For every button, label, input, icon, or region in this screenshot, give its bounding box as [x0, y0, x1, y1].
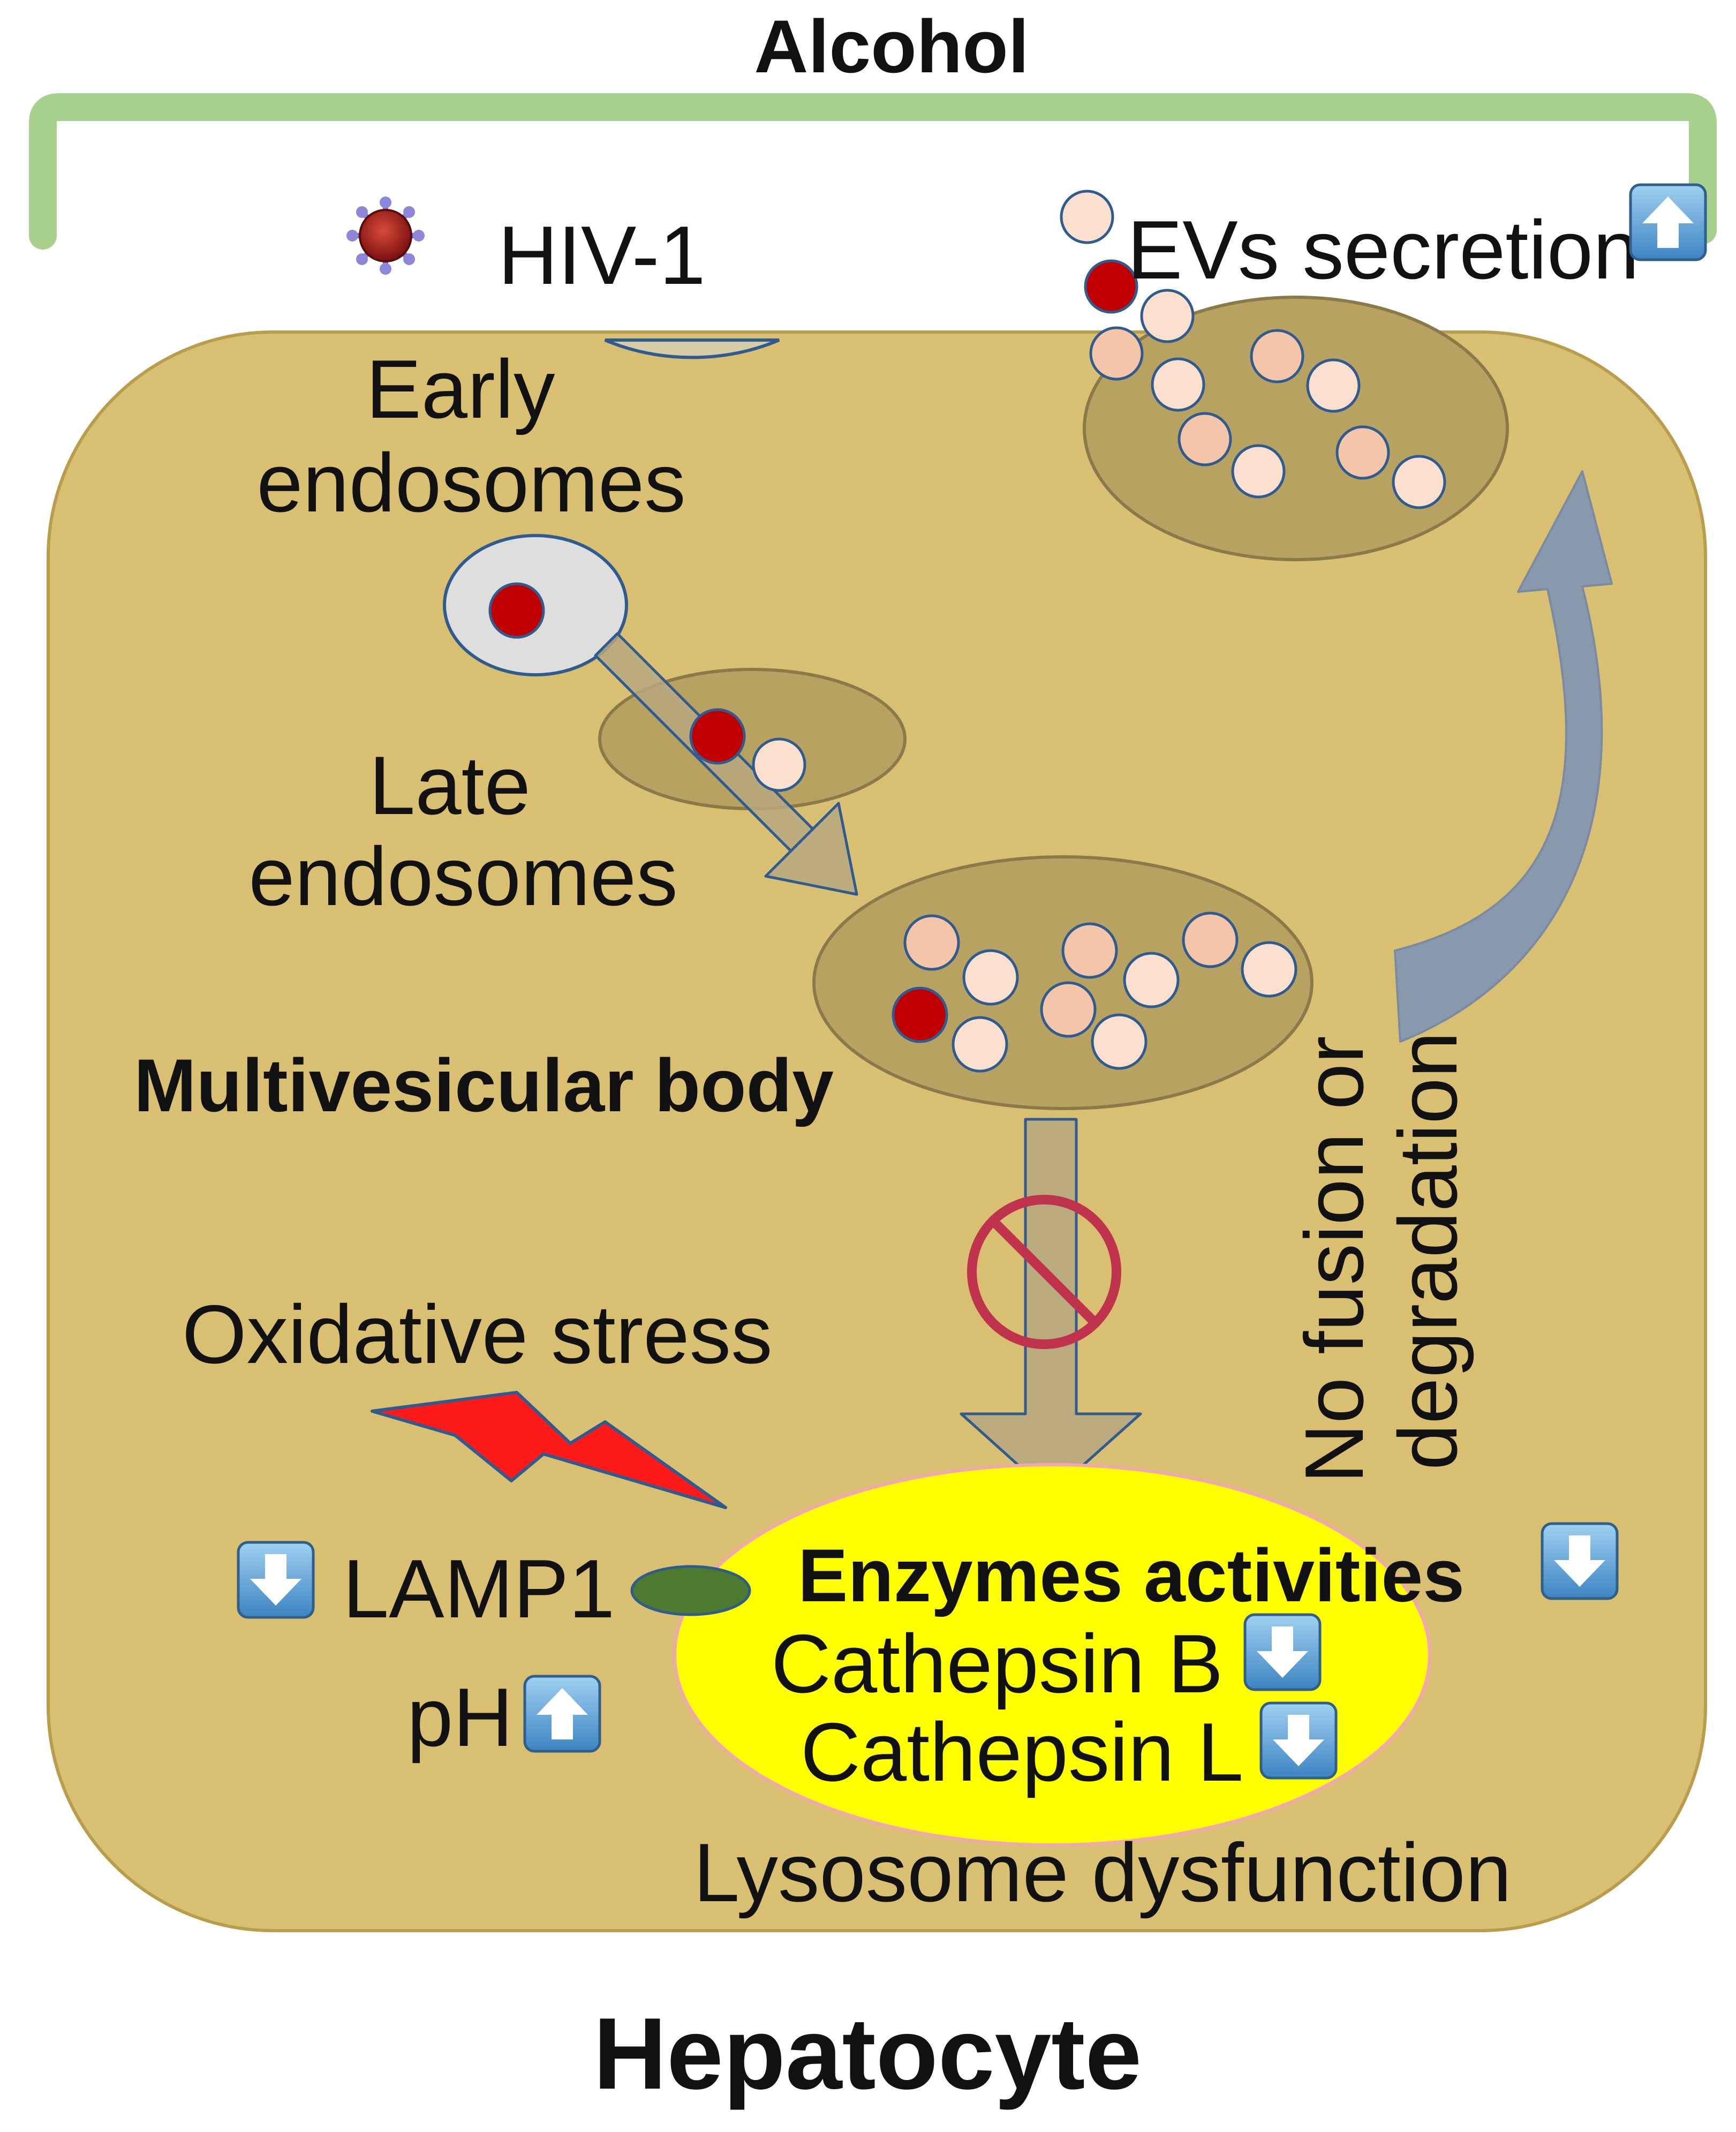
curved-arrow-to-secretion — [1394, 470, 1613, 1043]
cathepsin-l-label: Cathepsin L — [801, 1706, 1243, 1798]
evs-secretion-up-arrow-icon — [1631, 185, 1705, 260]
hiv-particle-late — [689, 708, 746, 765]
ph-up-arrow-icon — [525, 1676, 600, 1751]
alcohol-bracket — [29, 93, 1717, 250]
early-endosomes-label-line2: endosomes — [256, 436, 685, 529]
cathepsin-b-down-arrow-icon — [1245, 1615, 1320, 1690]
mvb-vesicles — [903, 911, 1297, 1073]
enzymes-activities-label: Enzymes activities — [798, 1533, 1465, 1617]
evs-secretion-label: EVs secretion — [1127, 204, 1639, 296]
secretory-compartment — [1083, 296, 1509, 561]
hiv-particle-secreted — [1084, 259, 1138, 314]
ph-label: pH — [407, 1671, 513, 1764]
no-fusion-label-line2: degradation — [1382, 1031, 1474, 1470]
late-endosomes-label-line2: endosomes — [248, 830, 677, 923]
no-fusion-label-line1: No fusion or — [1288, 1036, 1380, 1483]
vesicle-late — [752, 737, 806, 792]
flow-arrow-mvb-to-lysosome — [960, 1118, 1142, 1496]
early-endosomes-label-line1: Early — [366, 343, 555, 435]
hiv-virus-icon — [346, 197, 425, 275]
alcohol-label: Alcohol — [754, 4, 1029, 88]
enzymes-activities-down-arrow-icon — [1542, 1524, 1617, 1599]
flow-arrow-early-to-mvb — [594, 632, 858, 896]
no-entry-icon — [967, 1195, 1121, 1349]
lysosome — [673, 1463, 1431, 1847]
oxidative-stress-label: Oxidative stress — [182, 1288, 773, 1381]
oxidative-stress-lightning-icon — [371, 1391, 727, 1509]
hiv-particle-early — [488, 582, 545, 639]
hiv-label: HIV-1 — [498, 209, 706, 302]
secreted-evs — [1060, 190, 1446, 509]
lysosome-dysfunction-label: Lysosome dysfunction — [693, 1826, 1512, 1919]
late-endosomes-label-line1: Late — [369, 739, 531, 832]
multivesicular-body-label: Multivesicular body — [134, 1043, 834, 1127]
cathepsin-l-down-arrow-icon — [1261, 1703, 1336, 1778]
lamp1-protein — [630, 1565, 751, 1616]
lamp1-down-arrow-icon — [238, 1542, 313, 1617]
endocytic-pit — [604, 338, 780, 359]
hepatocyte-label: Hepatocyte — [593, 1997, 1142, 2111]
hiv-particle-mvb — [892, 986, 948, 1043]
lamp1-label: LAMP1 — [343, 1542, 615, 1635]
cathepsin-b-label: Cathepsin B — [771, 1617, 1223, 1710]
